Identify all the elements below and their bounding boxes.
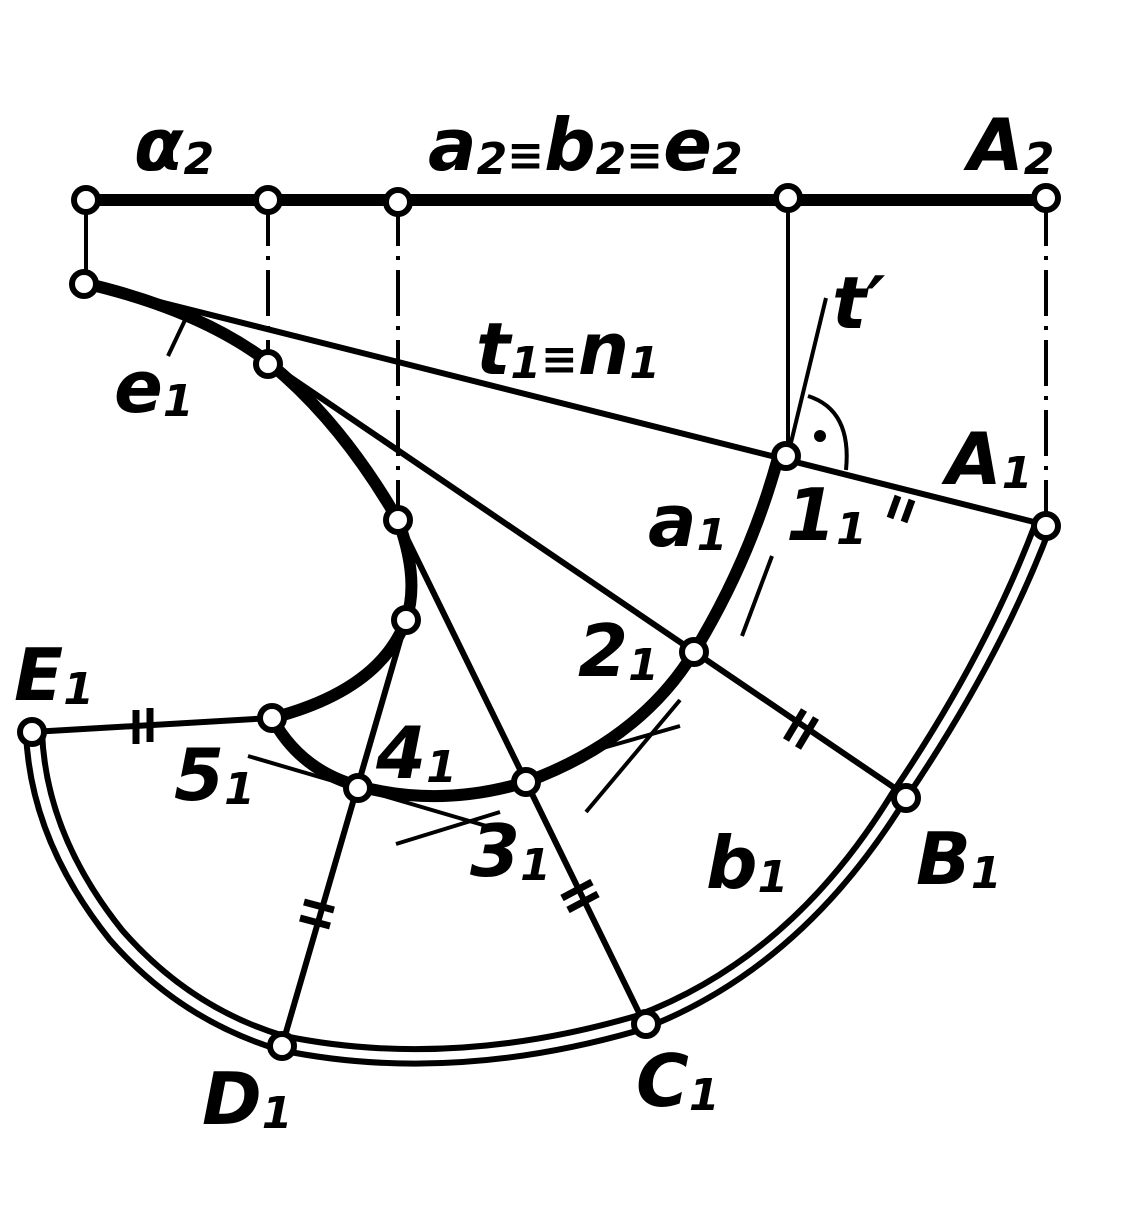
point-e1 [253,349,283,379]
point-C1 [631,1009,661,1039]
label-b1: b1 [706,821,788,905]
curve-inner [266,514,418,724]
tangent-4 [395,810,501,846]
label-3: 31 [470,809,551,893]
label-C1: C1 [636,1039,719,1123]
point-top-1 [71,185,101,215]
t1n1-line [83,280,1047,528]
point-A1 [1031,511,1061,541]
curve-a1 [266,452,784,803]
tick-marks [132,494,916,930]
point-E1 [17,717,47,747]
points [17,183,1061,1061]
point-2 [679,637,709,667]
label-B1: B1 [916,817,1002,901]
radial-D1 [279,619,409,1047]
label-4: 41 [375,711,457,795]
point-5 [257,703,287,733]
point-curve-1 [383,505,413,535]
label-5: 51 [174,733,255,817]
point-1 [771,441,801,471]
label-D1: D1 [202,1057,292,1141]
label-E1: E1 [14,633,94,717]
label-a1: a1 [648,479,727,563]
point-4 [343,773,373,803]
label-alpha2: α2 [134,103,214,187]
right-angle-dot [814,430,826,442]
label-2: 21 [578,609,659,693]
label-t-prime: t′ [832,261,885,345]
point-top-4 [773,183,803,213]
right-angle-mark [807,394,849,471]
label-top-equiv: a2≡b2≡e2 [428,103,743,187]
point-A2 [1031,183,1061,213]
point-top-2 [253,185,283,215]
point-top-3 [383,187,413,217]
point-D1 [267,1031,297,1061]
point-B1 [891,783,921,813]
point-3 [511,767,541,797]
label-t1n1: t1≡n1 [476,307,660,391]
t-prime-line [786,297,828,456]
point-curve-2 [391,605,421,635]
label-A2: A2 [963,103,1054,187]
e1-leader [166,317,188,357]
tangent-2 [584,698,682,814]
label-1: 11 [786,473,867,557]
label-A1: A1 [941,417,1032,501]
tangent-1 [740,555,774,637]
outer-arc-outer [23,526,1053,1067]
label-e1: e1 [114,345,193,429]
outer-arc-inner [39,520,1039,1053]
point-start [69,269,99,299]
